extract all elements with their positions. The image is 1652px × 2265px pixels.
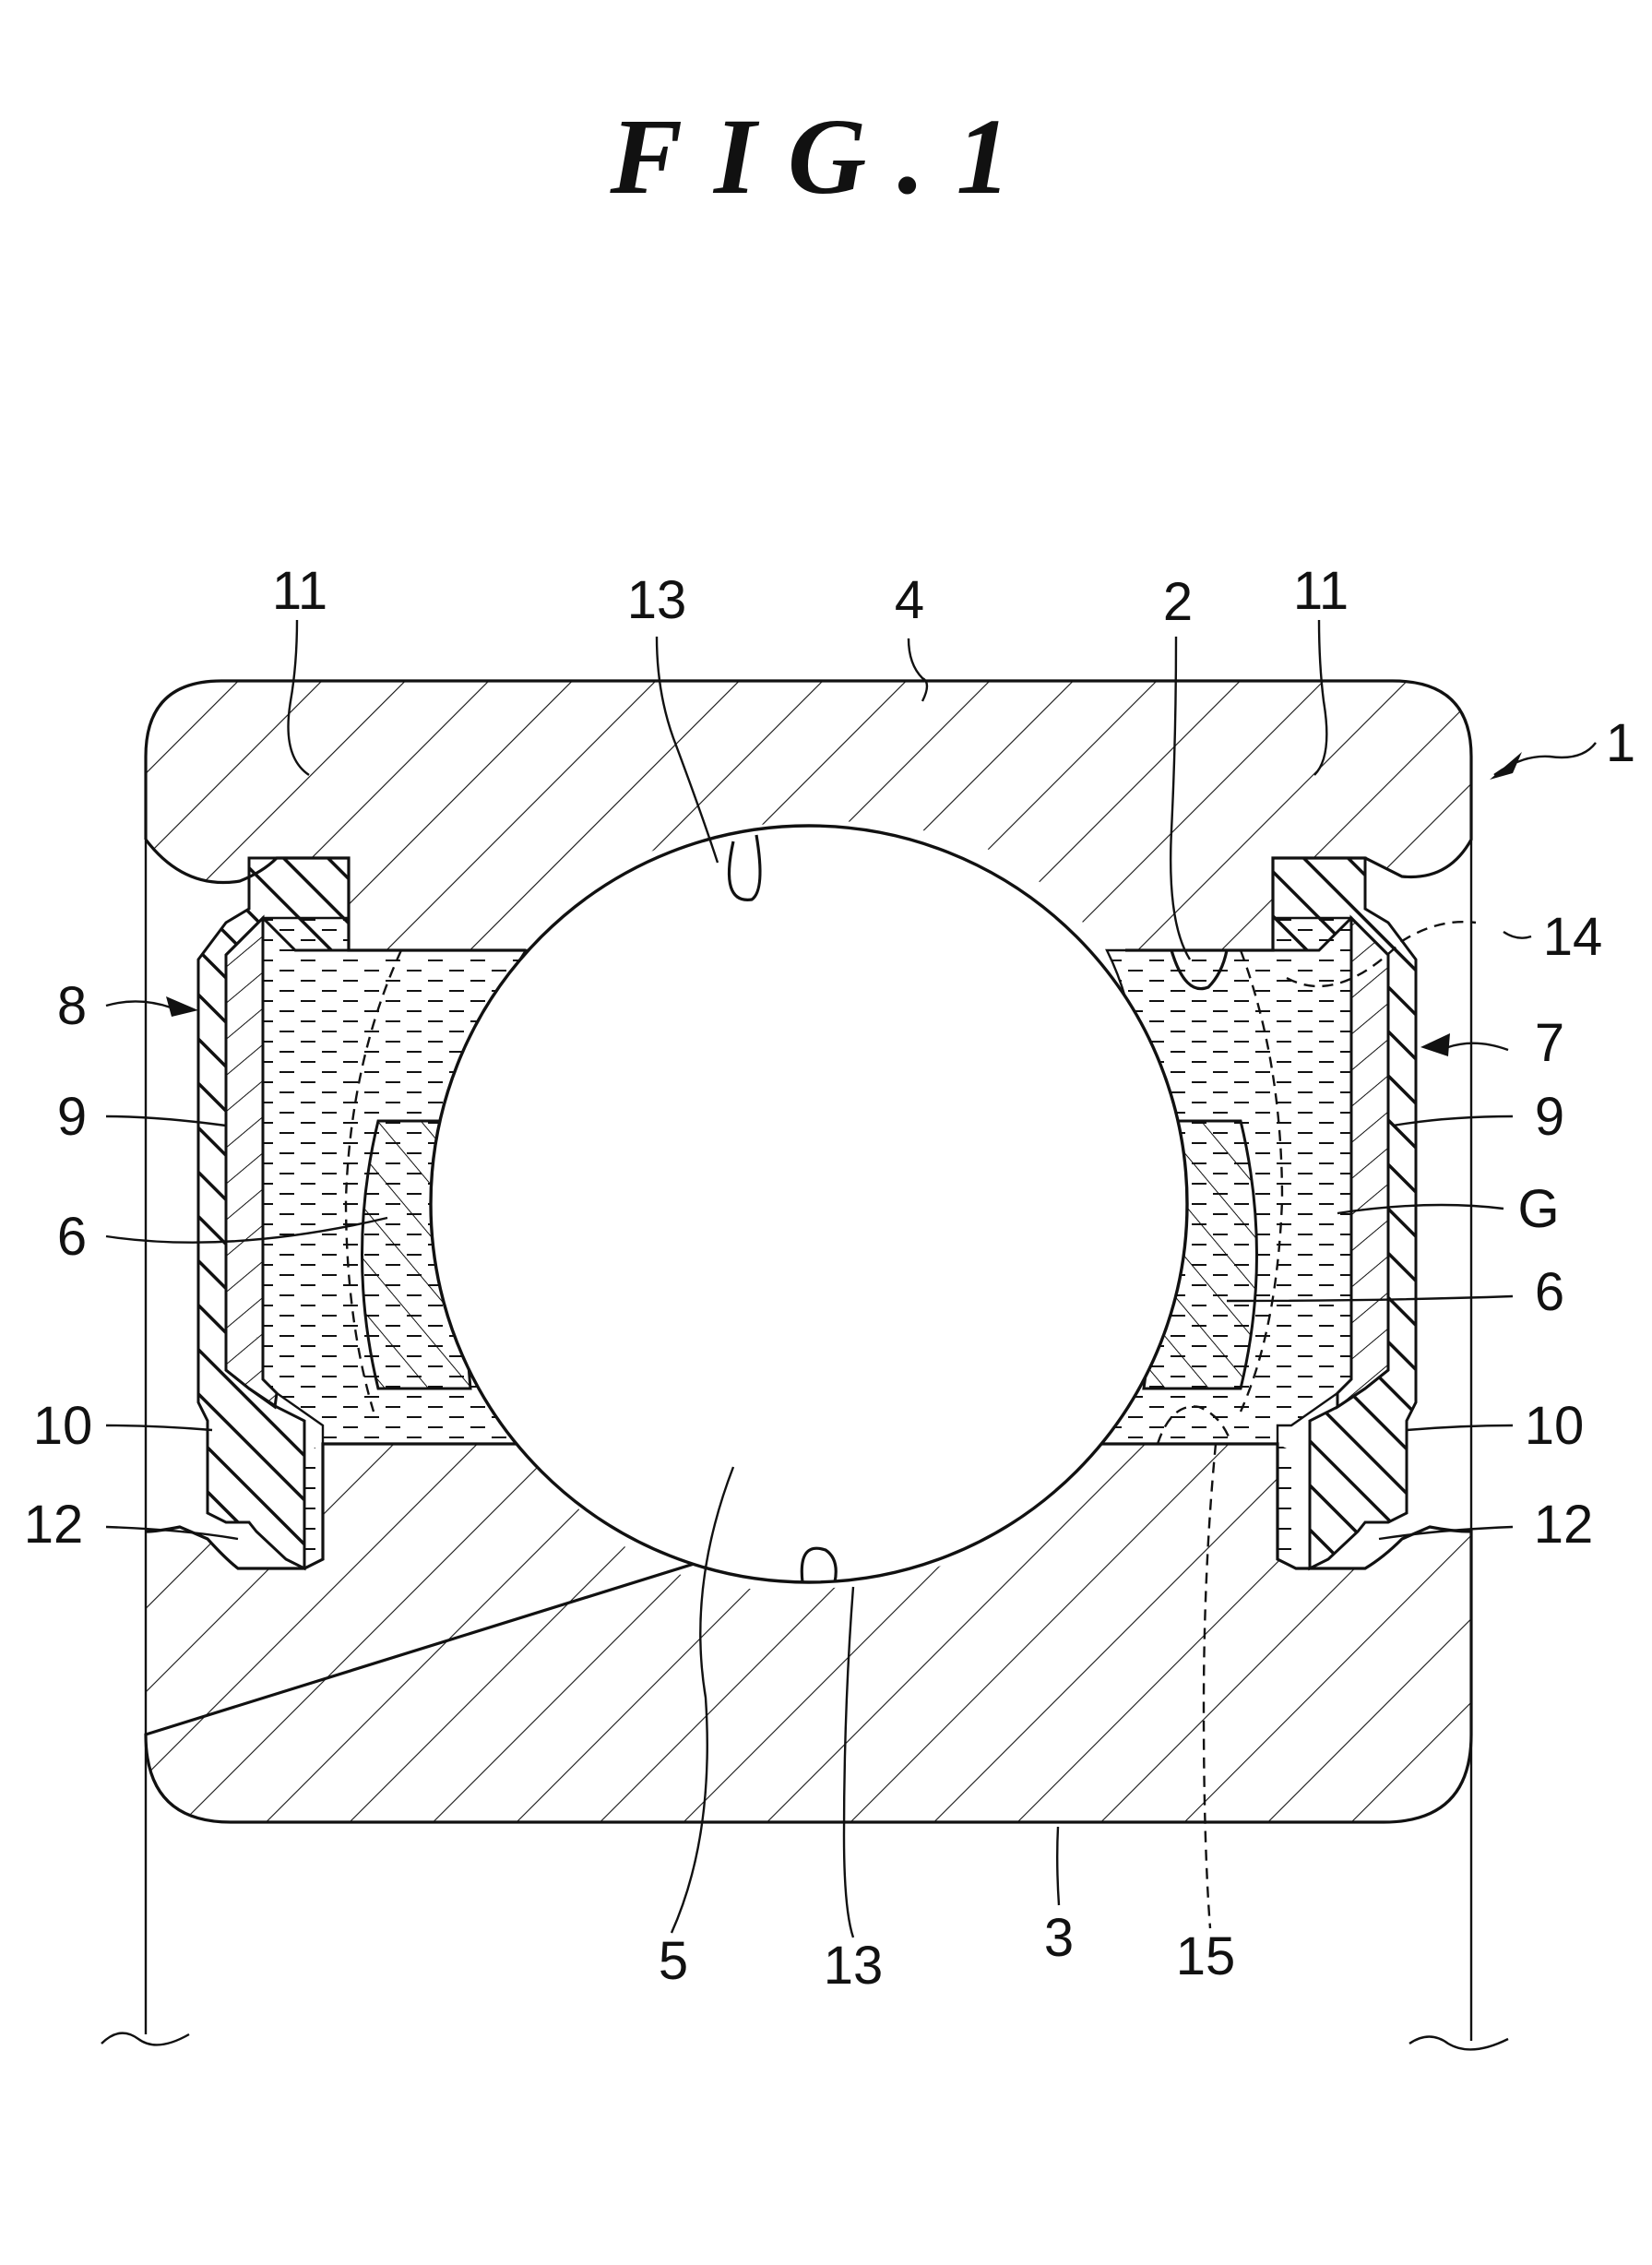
label-12-left: 12	[24, 1495, 84, 1555]
label-13-bottom: 13	[824, 1936, 884, 1996]
label-11-left: 11	[272, 561, 327, 621]
left-extension-line	[101, 757, 189, 2044]
label-10-right: 10	[1525, 1396, 1585, 1456]
label-2: 2	[1163, 572, 1193, 632]
leader-14	[1503, 932, 1531, 938]
leader-3	[1057, 1827, 1059, 1905]
leader-8	[106, 1001, 171, 1007]
grease-groove-right	[1278, 1444, 1296, 1568]
label-4: 4	[895, 570, 924, 630]
label-11-right: 11	[1293, 561, 1349, 621]
label-7: 7	[1535, 1013, 1564, 1073]
leader-10-left	[106, 1425, 212, 1430]
label-9-left: 9	[57, 1087, 87, 1147]
arrow-1	[1490, 752, 1522, 780]
arrow-8	[166, 996, 198, 1017]
label-8: 8	[57, 976, 87, 1036]
label-6-left: 6	[57, 1207, 87, 1267]
right-extension-line	[1409, 757, 1508, 2049]
leader-10-right	[1407, 1425, 1513, 1430]
label-14: 14	[1543, 907, 1603, 967]
leader-7	[1448, 1043, 1508, 1050]
label-1: 1	[1606, 713, 1635, 773]
label-9-right: 9	[1535, 1087, 1564, 1147]
label-6-right: 6	[1535, 1262, 1564, 1322]
label-10-left: 10	[33, 1396, 93, 1456]
label-G: G	[1517, 1179, 1559, 1239]
label-5: 5	[659, 1931, 688, 1991]
grease-groove-left	[304, 1444, 323, 1568]
label-15: 15	[1176, 1926, 1236, 1986]
label-13-top: 13	[627, 570, 687, 630]
label-3: 3	[1044, 1908, 1074, 1968]
ball	[431, 826, 1187, 1582]
label-12-right: 12	[1534, 1495, 1594, 1555]
arrow-7	[1420, 1033, 1450, 1056]
